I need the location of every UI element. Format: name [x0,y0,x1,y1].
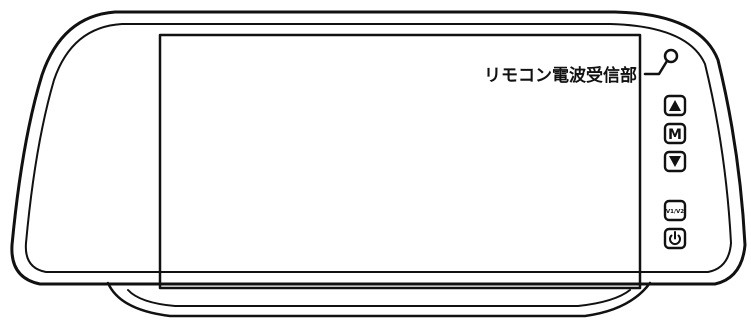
power-button[interactable] [663,227,687,250]
up-triangle-icon [669,100,681,111]
mirror-housing-outer [10,10,747,286]
display-screen [158,33,642,290]
menu-button[interactable]: M [663,122,687,145]
menu-button-label: M [668,127,682,143]
button-column: M V1/V2 [663,94,687,250]
remote-receiver-label: リモコン電波受信部 [484,65,637,86]
callout-leader-line [643,59,669,76]
up-button[interactable] [663,94,687,117]
remote-receiver-sensor [663,48,679,64]
down-button[interactable] [663,150,687,173]
power-icon [669,231,681,245]
input-select-button[interactable]: V1/V2 [663,199,687,222]
mirror-housing-inner [24,23,732,273]
down-triangle-icon [669,156,681,167]
input-select-label: V1/V2 [666,209,684,215]
mirror-base [106,281,652,318]
